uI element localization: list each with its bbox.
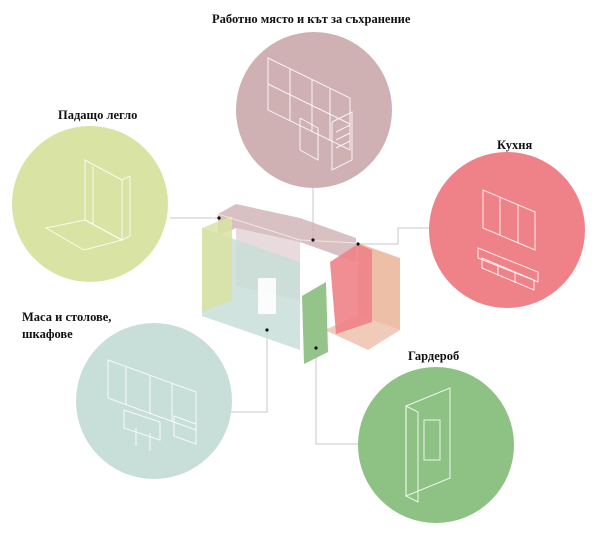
apartment-model [201, 204, 400, 364]
zone-bed [202, 216, 232, 312]
table-sketch-icon [107, 359, 197, 451]
window-opening [258, 278, 276, 314]
circle-table [76, 323, 232, 479]
label-kitchen: Кухня [497, 138, 533, 152]
dot-kitchen [356, 242, 360, 246]
kitchen-sketch-icon [477, 189, 539, 291]
label-table: Маса и столове, шкафове [22, 309, 111, 343]
dot-wardrobe [314, 346, 318, 350]
label-table-line2: шкафове [22, 327, 73, 341]
zone-workplace [218, 204, 356, 262]
anchor-dots [217, 216, 360, 350]
leader-lines [170, 188, 430, 445]
workplace-sketch-icon [267, 57, 353, 171]
circle-workplace [236, 32, 392, 188]
circle-kitchen [429, 152, 585, 308]
leader-table [225, 330, 268, 413]
bed-sketch-icon [44, 159, 131, 251]
model-outline [201, 213, 359, 244]
dot-bed [217, 216, 221, 220]
zone-wardrobe [302, 282, 328, 364]
leader-kitchen [358, 227, 430, 245]
label-workplace: Работно място и кът за съхранение [212, 12, 411, 26]
zone-kitchen [330, 244, 372, 334]
dot-table [265, 328, 269, 332]
wardrobe-sketch-icon [405, 387, 451, 503]
label-wardrobe: Гардероб [408, 349, 460, 363]
leader-wardrobe [315, 348, 360, 445]
label-table-line1: Маса и столове, [22, 310, 112, 324]
dot-workplace [311, 238, 315, 242]
circle-wardrobe [358, 367, 514, 523]
circle-bed [12, 126, 168, 282]
label-bed: Падащо легло [58, 108, 138, 122]
